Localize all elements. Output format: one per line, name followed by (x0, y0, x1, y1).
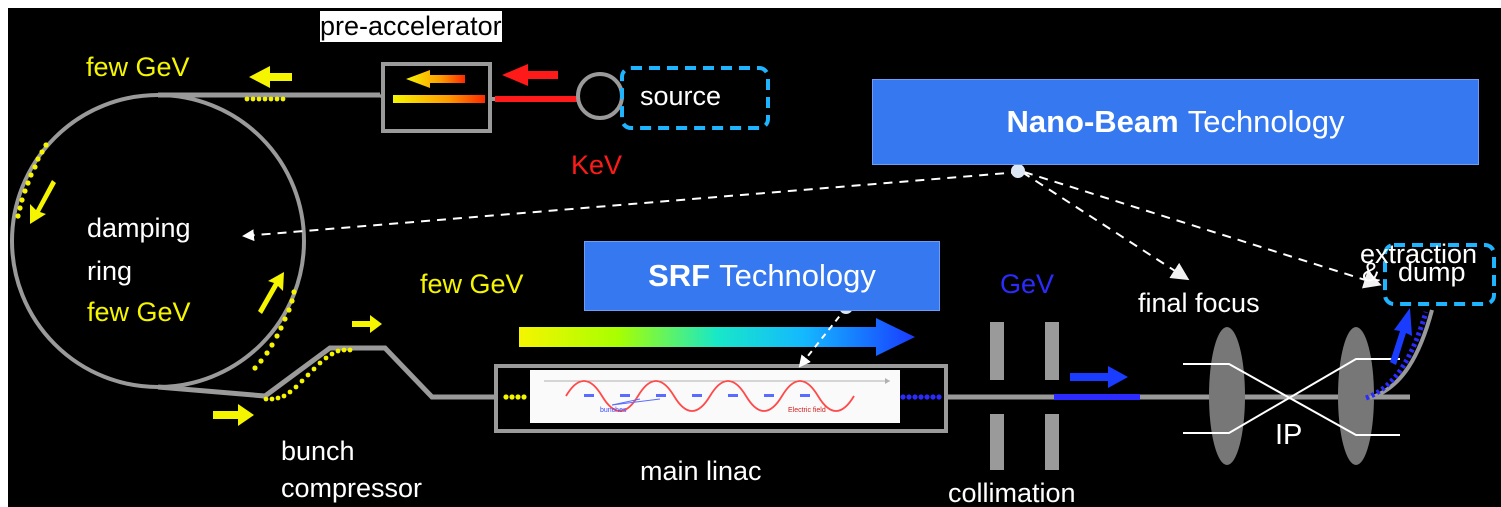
srf-subtitle: Technology (719, 258, 876, 293)
nano-beam-subtitle: Technology (1187, 104, 1345, 139)
source-label: source (640, 81, 722, 111)
kev-arrow (502, 64, 558, 86)
dump-outline (1383, 243, 1496, 306)
linac-inset-bunches-label: bunches (600, 407, 627, 414)
source-bunches (495, 96, 577, 102)
linac-exit-bunches (900, 394, 942, 400)
gev-label: GeV (1000, 269, 1055, 299)
few-gev-top-arrow (249, 66, 292, 88)
ring-yellow-arrows (30, 180, 284, 314)
dump-line-bunches (1365, 308, 1434, 401)
linac-inset-field-label: Electric field (788, 407, 826, 414)
compressor-bottom-arrow (213, 404, 254, 426)
pre-accelerator-label: pre-accelerator (320, 11, 502, 42)
dump-label: dump (1398, 257, 1466, 287)
compressor-bunches (263, 347, 353, 402)
collimation-bunches (1054, 394, 1140, 400)
srf-technology-box: SRF Technology (584, 241, 940, 311)
final-focus-label: final focus (1138, 288, 1260, 318)
bunch-label: bunch (281, 436, 355, 466)
source-outline (620, 66, 770, 130)
extraction-label: extraction (1360, 239, 1478, 269)
few-gev-ring-label: few GeV (87, 297, 191, 327)
kev-label: KeV (571, 150, 623, 180)
ring-bunches (15, 142, 297, 371)
main-linac-label: main linac (640, 456, 762, 486)
main-linac-box: bunches Electric field (432, 364, 1410, 433)
few-gev-linac-label: few GeV (420, 269, 524, 299)
linac-entry-bunches (503, 394, 527, 400)
srf-title: SRF (648, 258, 711, 293)
final-focus (1183, 327, 1400, 465)
compressor-label: compressor (281, 473, 423, 503)
transfer-line-bunches (244, 96, 286, 102)
collimators (990, 322, 1059, 470)
collimation-blue-arrow (1070, 366, 1128, 388)
nano-beam-title: Nano-Beam (1006, 104, 1179, 139)
collimation-label: collimation (948, 478, 1076, 507)
compressor-top-arrow (352, 315, 382, 333)
ring-label: ring (87, 256, 133, 286)
damping-label: damping (87, 213, 191, 243)
dump-ampersand-label: & (1362, 257, 1381, 287)
few-gev-top-label: few GeV (86, 52, 190, 82)
nano-beam-technology-box: Nano-Beam Technology (872, 79, 1479, 165)
ip-label: IP (1275, 419, 1303, 451)
nano-beam-pointers (242, 164, 1382, 289)
